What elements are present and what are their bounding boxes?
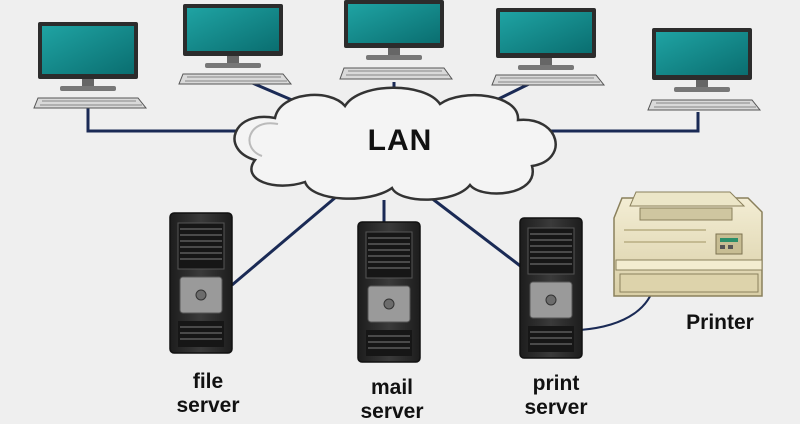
network-links bbox=[86, 80, 700, 331]
desktop-computer-icon bbox=[33, 22, 148, 109]
link-print-server bbox=[429, 195, 524, 270]
link-pc-1 bbox=[86, 108, 258, 133]
lan-cloud-icon bbox=[233, 86, 557, 201]
desktop-computer-icon bbox=[339, 0, 453, 80]
print-server-label: print server bbox=[496, 372, 616, 420]
mail-server-label: mail server bbox=[332, 376, 452, 424]
mail-server-label-line1: mail bbox=[370, 376, 414, 399]
tower-server-icon bbox=[169, 212, 233, 354]
printer-icon bbox=[613, 191, 763, 297]
desktop-computer-icon bbox=[178, 4, 293, 85]
lan-label: LAN bbox=[367, 124, 433, 157]
link-pc-5 bbox=[540, 112, 700, 133]
file-server-label-line2: server bbox=[176, 394, 240, 417]
printer-label: Printer bbox=[686, 311, 754, 334]
link-file-server bbox=[231, 195, 337, 287]
file-server-label: file server bbox=[148, 370, 268, 418]
desktop-computer-icon bbox=[647, 28, 762, 111]
tower-server-icon bbox=[519, 217, 583, 359]
desktop-computer-icon bbox=[491, 8, 606, 86]
print-server-label-line1: print bbox=[532, 372, 580, 395]
tower-server-icon bbox=[357, 221, 421, 363]
mail-server-label-line2: server bbox=[360, 400, 424, 423]
print-server-label-line2: server bbox=[524, 396, 588, 419]
file-server-label-line1: file bbox=[192, 370, 224, 393]
